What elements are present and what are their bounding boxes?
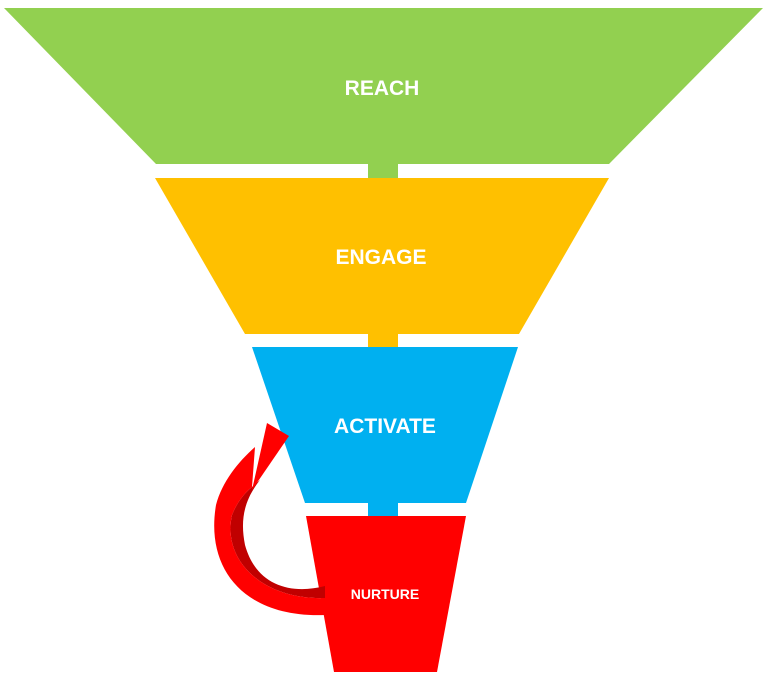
stage-activate-label: ACTIVATE bbox=[334, 415, 436, 438]
stage-reach-label: REACH bbox=[345, 77, 420, 100]
stage-activate: ACTIVATE bbox=[252, 347, 518, 503]
stage-engage: ENGAGE bbox=[155, 178, 609, 334]
stage-nurture-shape bbox=[306, 516, 466, 672]
stage-engage-label: ENGAGE bbox=[335, 246, 426, 269]
loop-arrow-shadow bbox=[230, 480, 325, 599]
stage-engage-shape bbox=[155, 178, 609, 334]
stage-nurture-label: NURTURE bbox=[351, 586, 419, 602]
stage-nurture: NURTURE bbox=[306, 516, 466, 672]
stage-reach: REACH bbox=[4, 8, 763, 164]
stage-reach-shape bbox=[4, 8, 763, 164]
loop-arrow bbox=[214, 423, 325, 616]
loop-arrow-head bbox=[252, 423, 289, 490]
stage-activate-shape bbox=[252, 347, 518, 503]
loop-arrow-body bbox=[214, 447, 325, 616]
